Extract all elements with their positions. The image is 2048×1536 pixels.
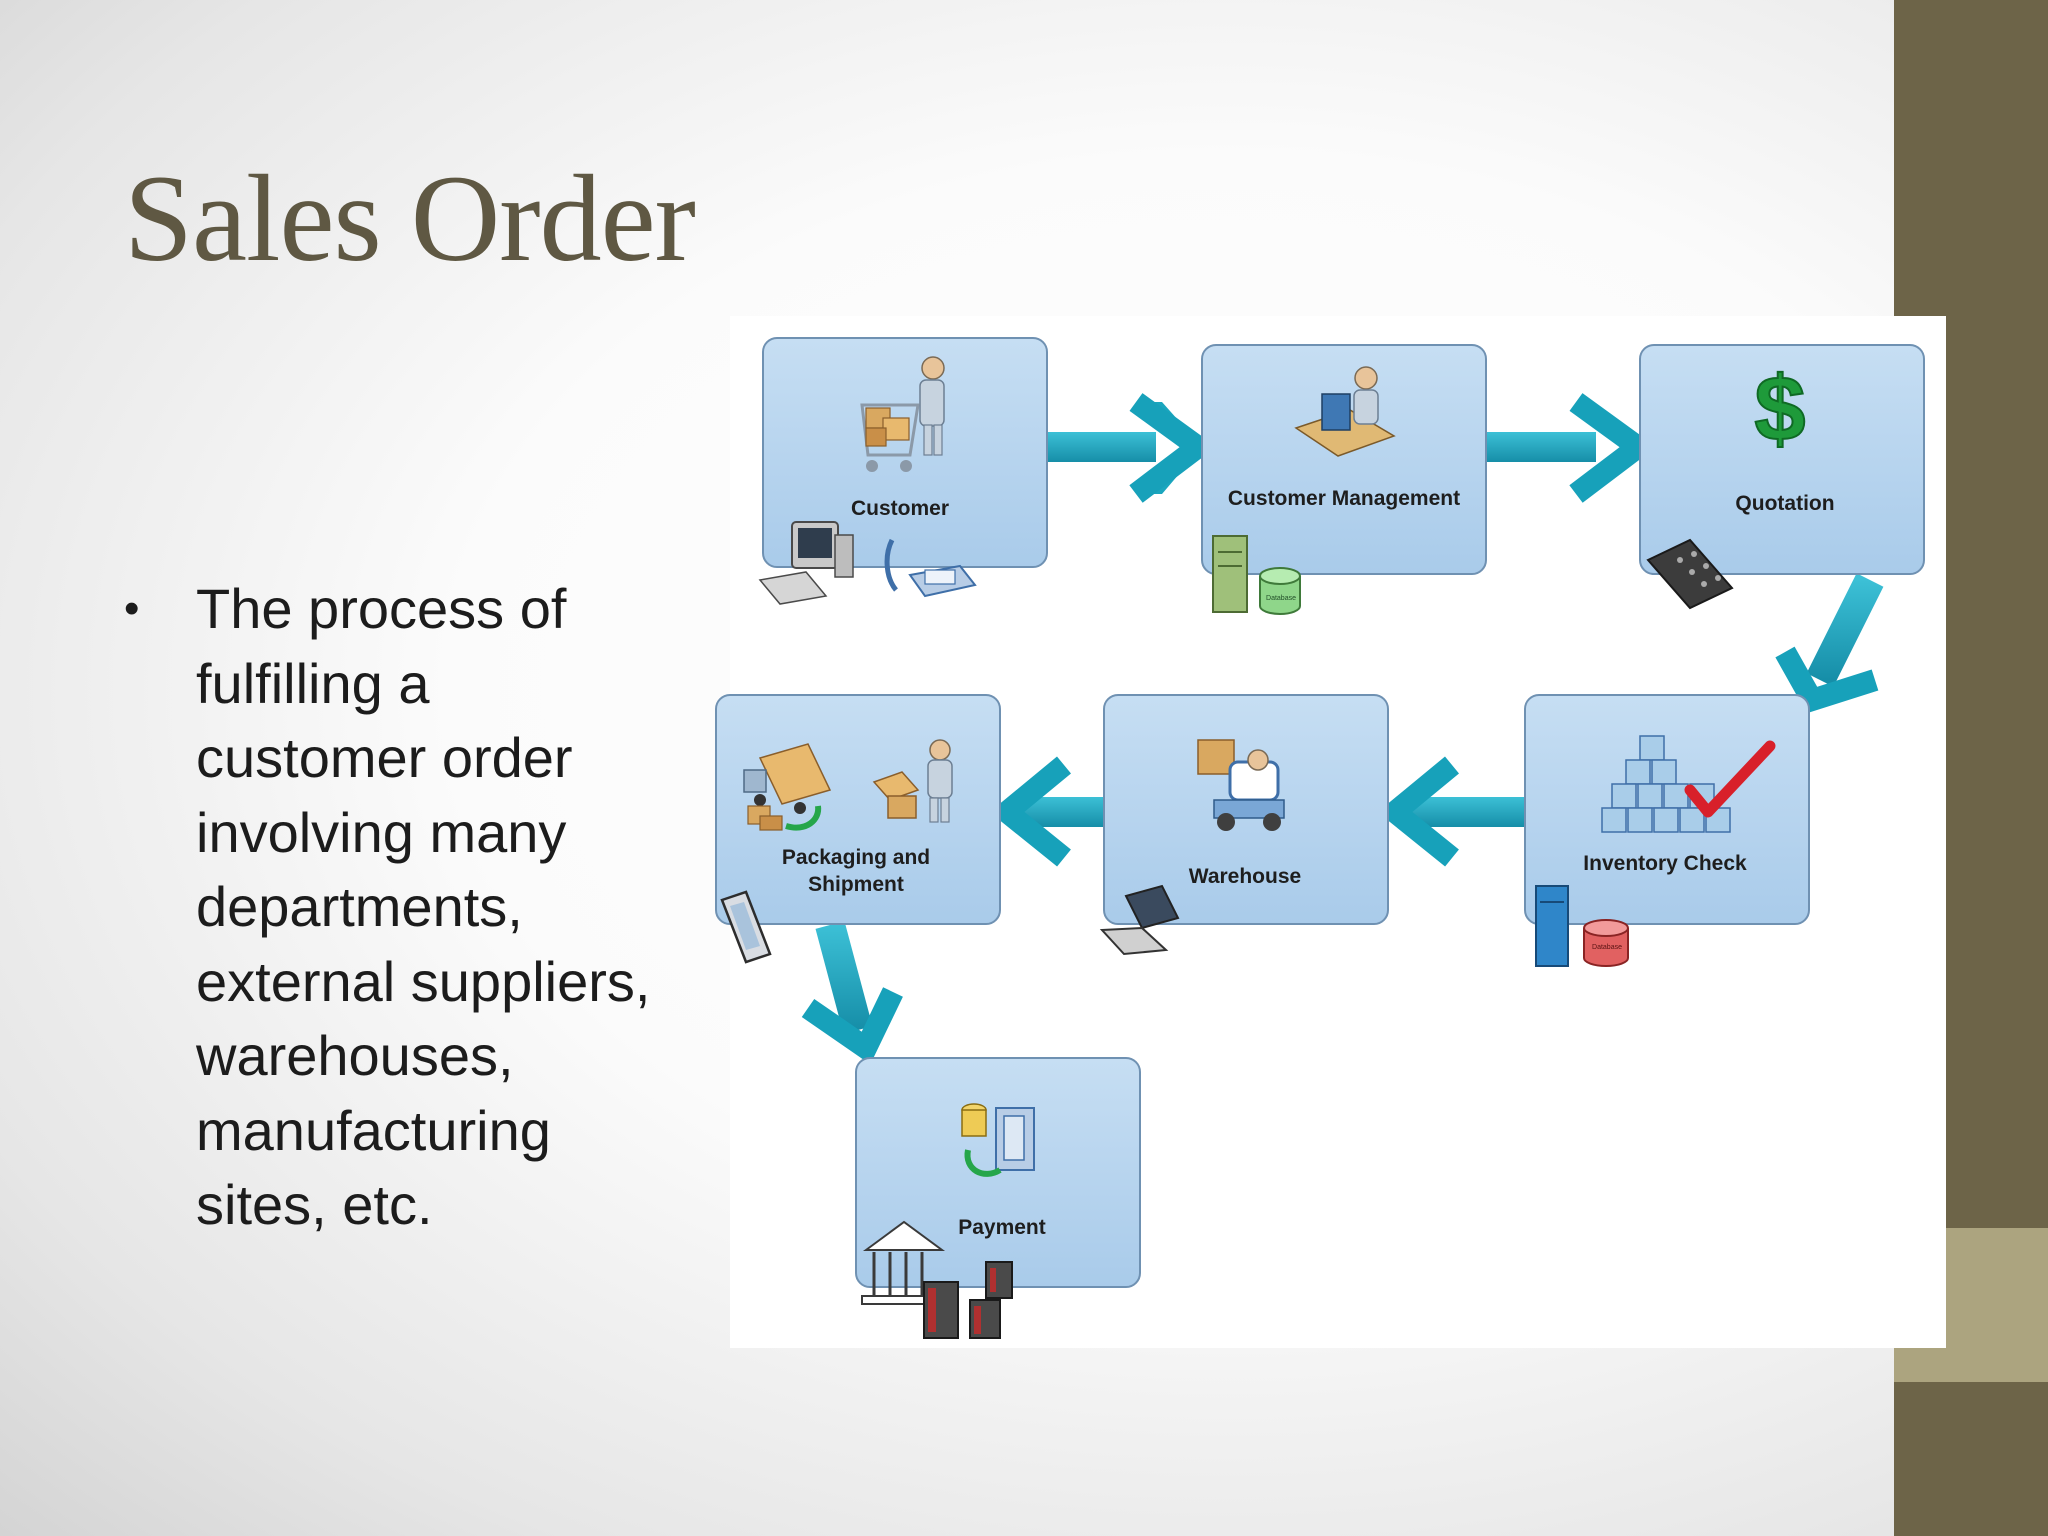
coins-safe-icon bbox=[961, 1103, 1035, 1177]
bullet-line: involving many bbox=[196, 800, 567, 864]
slide-title: Sales Order bbox=[124, 150, 696, 287]
forklift-icon bbox=[1197, 739, 1285, 831]
packer-person-icon bbox=[872, 739, 953, 823]
step-label-payment: Payment bbox=[958, 1216, 1046, 1239]
database-server-icon: Database bbox=[1535, 885, 1629, 967]
bullet-dot: • bbox=[124, 584, 140, 633]
step-quotation: $ Quotation bbox=[1639, 344, 1925, 610]
boxes-stack-icon bbox=[1601, 735, 1731, 833]
step-label-customer-management: Customer Management bbox=[1228, 487, 1460, 510]
step-packaging-shipment: Packaging and Shipment bbox=[715, 694, 1001, 964]
checkmark-icon bbox=[1684, 740, 1776, 818]
flow-arrow-packaging-to-payment bbox=[801, 921, 903, 1065]
bullet-line: sites, etc. bbox=[196, 1173, 433, 1236]
handheld-device-icon bbox=[720, 890, 772, 964]
database-icon-label: Database bbox=[1592, 944, 1622, 951]
telephone-icon bbox=[884, 538, 977, 598]
database-icon-label: Database bbox=[1266, 595, 1296, 602]
mainframe-server-icon bbox=[923, 1261, 1013, 1339]
bullet-line: departments, bbox=[196, 875, 523, 938]
step-label-packaging-line2: Shipment bbox=[808, 873, 904, 896]
flow-arrow-quotation-to-inventory bbox=[1775, 573, 1884, 714]
shopping-cart-person-icon bbox=[860, 356, 945, 472]
step-label-customer: Customer bbox=[851, 497, 949, 520]
bullet-line: manufacturing bbox=[196, 1098, 551, 1162]
bullet-line: warehouses, bbox=[196, 1024, 514, 1087]
bullet-line: The process of bbox=[196, 577, 567, 640]
computer-icon bbox=[758, 521, 854, 605]
bullet-line: fulfilling a bbox=[196, 651, 430, 715]
database-server-icon: Database bbox=[1212, 535, 1301, 615]
step-inventory-check: Inventory Check Database bbox=[1524, 694, 1810, 967]
bullet-line: customer order bbox=[196, 726, 573, 789]
step-label-packaging-line1: Packaging and bbox=[782, 846, 930, 869]
step-label-quotation: Quotation bbox=[1735, 492, 1834, 515]
flow-arrow-customer-to-management bbox=[1046, 393, 1217, 503]
step-warehouse: Warehouse bbox=[1099, 694, 1389, 956]
calculator-icon bbox=[1646, 538, 1734, 610]
dollar-sign-icon: $ bbox=[1754, 358, 1805, 460]
flow-arrow-inventory-to-warehouse bbox=[1377, 756, 1526, 867]
bullet-item: • The process of fulfilling a customer o… bbox=[124, 572, 724, 1243]
step-payment: Payment bbox=[855, 1057, 1141, 1339]
flow-arrow-management-to-quotation bbox=[1486, 393, 1657, 503]
step-customer-management: Customer Management Database bbox=[1201, 344, 1487, 615]
step-label-warehouse: Warehouse bbox=[1189, 865, 1301, 888]
step-label-inventory-check: Inventory Check bbox=[1583, 852, 1747, 875]
bullet-list: • The process of fulfilling a customer o… bbox=[124, 572, 724, 1243]
bullet-line: external suppliers, bbox=[196, 949, 651, 1013]
flow-arrow-warehouse-to-packaging bbox=[989, 756, 1104, 867]
delivery-truck-icon bbox=[743, 743, 832, 831]
desk-worker-icon bbox=[1294, 366, 1396, 457]
laptop-icon bbox=[1099, 884, 1180, 956]
step-customer: Customer bbox=[758, 337, 1048, 605]
